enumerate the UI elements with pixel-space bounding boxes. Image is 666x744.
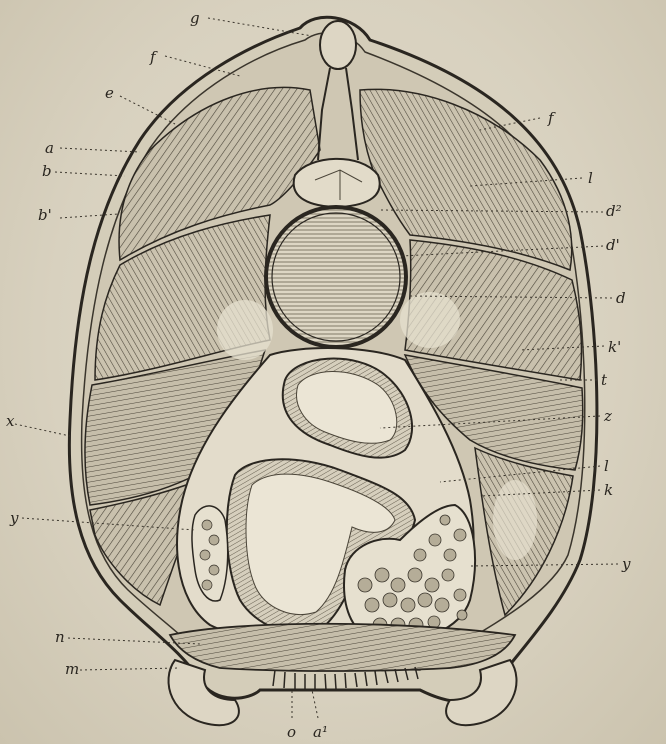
label-l-lower: l — [604, 457, 609, 475]
dorsal-structure-g — [320, 21, 356, 69]
label-b: b — [42, 162, 52, 180]
label-d: d — [616, 289, 626, 307]
fascia-left — [217, 300, 273, 360]
label-n: n — [55, 628, 65, 646]
fascia-right — [400, 292, 460, 348]
label-d1: d' — [606, 236, 620, 254]
label-o: o — [287, 723, 296, 741]
label-z: z — [603, 407, 612, 425]
label-k1: k' — [608, 338, 621, 356]
label-d2: d² — [606, 202, 622, 220]
label-a1: a¹ — [313, 723, 328, 741]
label-g: g — [190, 9, 200, 27]
label-x: x — [6, 412, 15, 430]
label-b1: b' — [38, 206, 52, 224]
label-a: a — [45, 139, 54, 157]
label-l-upper: l — [588, 169, 593, 187]
fascia-right-lower — [493, 480, 537, 560]
label-k: k — [604, 481, 613, 499]
spinal-cord — [294, 159, 380, 207]
label-f-right: f — [547, 109, 556, 127]
ventral-floor — [170, 624, 515, 671]
label-t: t — [601, 371, 608, 389]
label-y-right: y — [621, 555, 631, 573]
label-e: e — [105, 84, 114, 102]
label-m: m — [65, 660, 79, 678]
label-f-left: f — [149, 48, 158, 66]
label-y-left: y — [9, 509, 19, 527]
notochord — [266, 207, 406, 347]
